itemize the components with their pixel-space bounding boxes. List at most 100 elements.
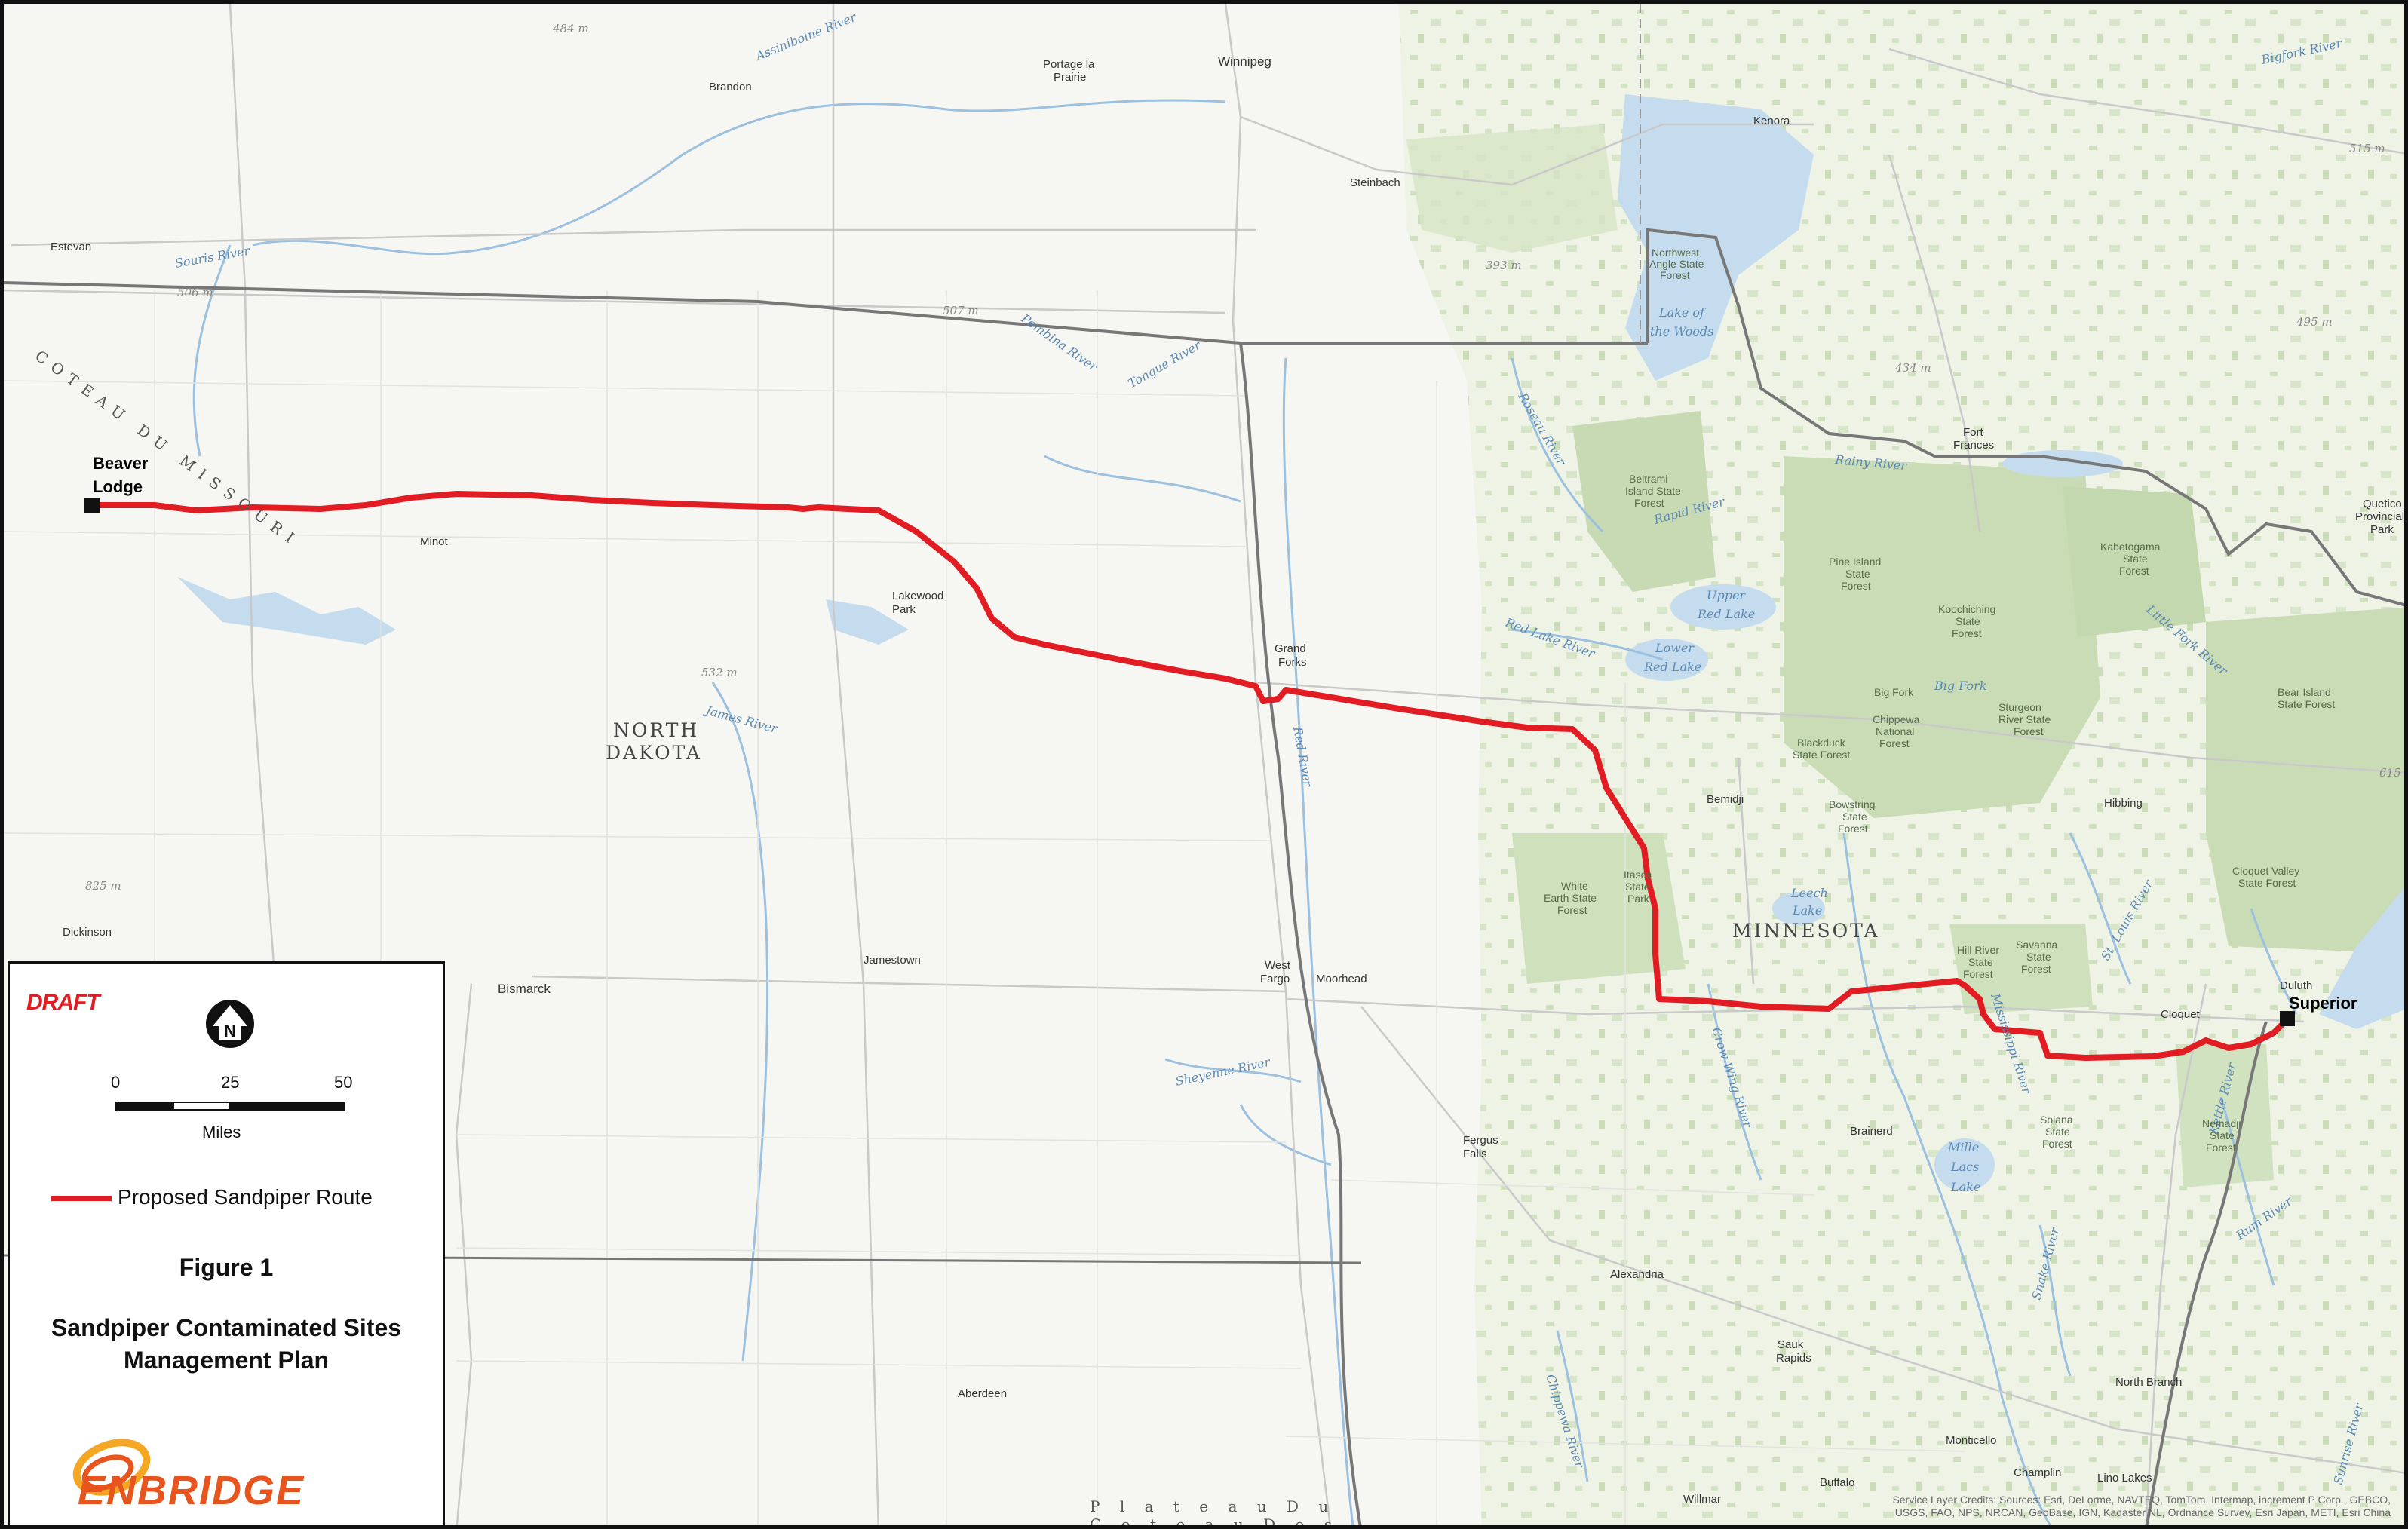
north-letter: N <box>224 1022 236 1040</box>
forest-label: Forest <box>2119 565 2149 577</box>
city-label: Cloquet <box>2161 1008 2201 1021</box>
lake-sakakawea <box>177 577 396 645</box>
forest-label: National <box>1876 725 1914 737</box>
proposed-sandpiper-route[interactable] <box>90 491 2288 1061</box>
forest-label: State <box>1625 881 1650 893</box>
elevation-label: 484 m <box>552 22 589 35</box>
city-label: Duluth <box>2280 979 2312 992</box>
credits-line-1: Service Layer Credits: Sources: Esri, De… <box>1892 1494 2391 1506</box>
county-lines <box>4 290 1965 1525</box>
city-label: Champlin <box>2014 1466 2061 1479</box>
water-label: the Woods <box>1650 324 1713 339</box>
upper-red-lake <box>1670 584 1776 630</box>
city-label: Brandon <box>709 81 752 93</box>
city-label: Dickinson <box>63 926 112 939</box>
forest-label: Island State <box>1625 485 1681 497</box>
forest-label: Blackduck <box>1797 737 1846 749</box>
forest-label: Kabetogama <box>2100 541 2161 553</box>
city-labels: Brandon Portage la Prairie Winnipeg Stei… <box>51 54 2404 1506</box>
city-label: Aberdeen <box>958 1387 1007 1400</box>
forest-label: Earth State <box>1544 892 1597 904</box>
forest-label: Angle State <box>1649 258 1704 270</box>
city-label: Prairie <box>1054 71 1086 84</box>
city-label: Fergus <box>1463 1134 1498 1147</box>
city-label: Provincial <box>2355 510 2404 523</box>
water-label: Mille <box>1947 1140 1979 1154</box>
forest-label: State <box>2123 553 2148 565</box>
forest-label: State <box>2210 1129 2235 1141</box>
forest-label: White <box>1561 880 1588 892</box>
forest-label: Sturgeon <box>1998 701 2041 713</box>
city-label: Monticello <box>1946 1434 1997 1447</box>
city-label: Grand <box>1275 642 1306 655</box>
forest-label: Forest <box>1952 627 1982 639</box>
enbridge-wordmark: ENBRIDGE <box>78 1468 305 1513</box>
forest-label: State <box>1842 810 1867 823</box>
city-label: Quetico <box>2363 498 2402 510</box>
city-label: Moorhead <box>1316 973 1367 985</box>
forest-labels: Northwest Angle State Forest Beltrami Is… <box>1544 247 2335 1154</box>
forest-area-savanna <box>1949 924 2093 1014</box>
leech-lake <box>1772 892 1825 925</box>
city-label: Brainerd <box>1850 1125 1893 1138</box>
lower-red-lake <box>1625 639 1708 681</box>
city-label: Kenora <box>1753 115 1790 127</box>
city-label: Park <box>2370 523 2394 536</box>
forest-area-east <box>2206 607 2404 954</box>
scale-label-50: 50 <box>334 1073 353 1092</box>
state-label-dakota: DAKOTA <box>606 742 702 764</box>
roads <box>4 4 2404 1525</box>
state-label-north: NORTH <box>613 719 699 741</box>
legend-route-swatch <box>51 1196 112 1201</box>
forest-label: Forest <box>1841 580 1871 592</box>
forest-label: Forest <box>2014 725 2044 737</box>
beaver-lodge-label: Beaver <box>93 454 149 473</box>
scale-bar: 0 25 50 Miles <box>111 1073 357 1141</box>
forest-area-itasca <box>1512 833 1686 984</box>
city-label: Rapids <box>1776 1352 1811 1365</box>
water-label: Red Lake <box>1697 607 1755 621</box>
rainy-lake <box>2002 450 2123 477</box>
legend-route-entry: Proposed Sandpiper Route <box>51 1182 428 1212</box>
city-label: Minot <box>420 535 449 548</box>
beaver-lodge-marker[interactable] <box>84 498 100 513</box>
forest-label: Forest <box>1879 737 1910 749</box>
elevation-label: 615 m <box>2379 766 2408 780</box>
lake-superior <box>2319 887 2404 1029</box>
forest-label: State Forest <box>1793 749 1850 761</box>
forest-label: State Forest <box>2278 698 2335 710</box>
plateau-label-1: P l a t e a u D u <box>1090 1497 1336 1515</box>
forest-label: Forest <box>2021 963 2051 975</box>
forest-label: Savanna <box>2016 939 2057 951</box>
forest-area-kabetogama <box>2063 486 2206 637</box>
forest-label: Bear Island <box>2278 686 2331 698</box>
forest-area-north <box>1406 124 1618 253</box>
city-label: Willmar <box>1683 1493 1721 1506</box>
scale-unit: Miles <box>202 1123 241 1141</box>
scale-segment <box>115 1102 174 1111</box>
scale-label-0: 0 <box>111 1073 121 1092</box>
figure-number: Figure 1 <box>179 1254 274 1281</box>
forest-label: Hill River <box>1957 944 1999 956</box>
enbridge-logo: ENBRIDGE <box>70 1431 402 1514</box>
elevation-label: 393 m <box>1486 259 1522 272</box>
water-label: Lake <box>1792 903 1822 918</box>
city-label: North Branch <box>2115 1376 2182 1389</box>
city-label: Estevan <box>51 241 91 253</box>
map-credits: Service Layer Credits: Sources: Esri, De… <box>1772 1494 2391 1519</box>
elevation-label: 506 m <box>177 286 213 299</box>
scale-segment <box>229 1102 345 1111</box>
forest-label: Forest <box>2206 1141 2236 1154</box>
water-label: Leech <box>1790 886 1828 900</box>
superior-marker[interactable] <box>2280 1011 2295 1026</box>
forest-label: Park <box>1627 893 1650 905</box>
city-label: Steinbach <box>1350 176 1400 189</box>
city-label: Bemidji <box>1707 793 1744 806</box>
forest-label: State <box>1956 615 1980 627</box>
forest-label: Forest <box>1838 823 1868 835</box>
forest-label: State <box>2026 951 2051 963</box>
forest-area-beltrami <box>1572 411 1716 592</box>
city-label: Alexandria <box>1610 1268 1664 1281</box>
forest-label: Solana <box>2040 1114 2073 1126</box>
